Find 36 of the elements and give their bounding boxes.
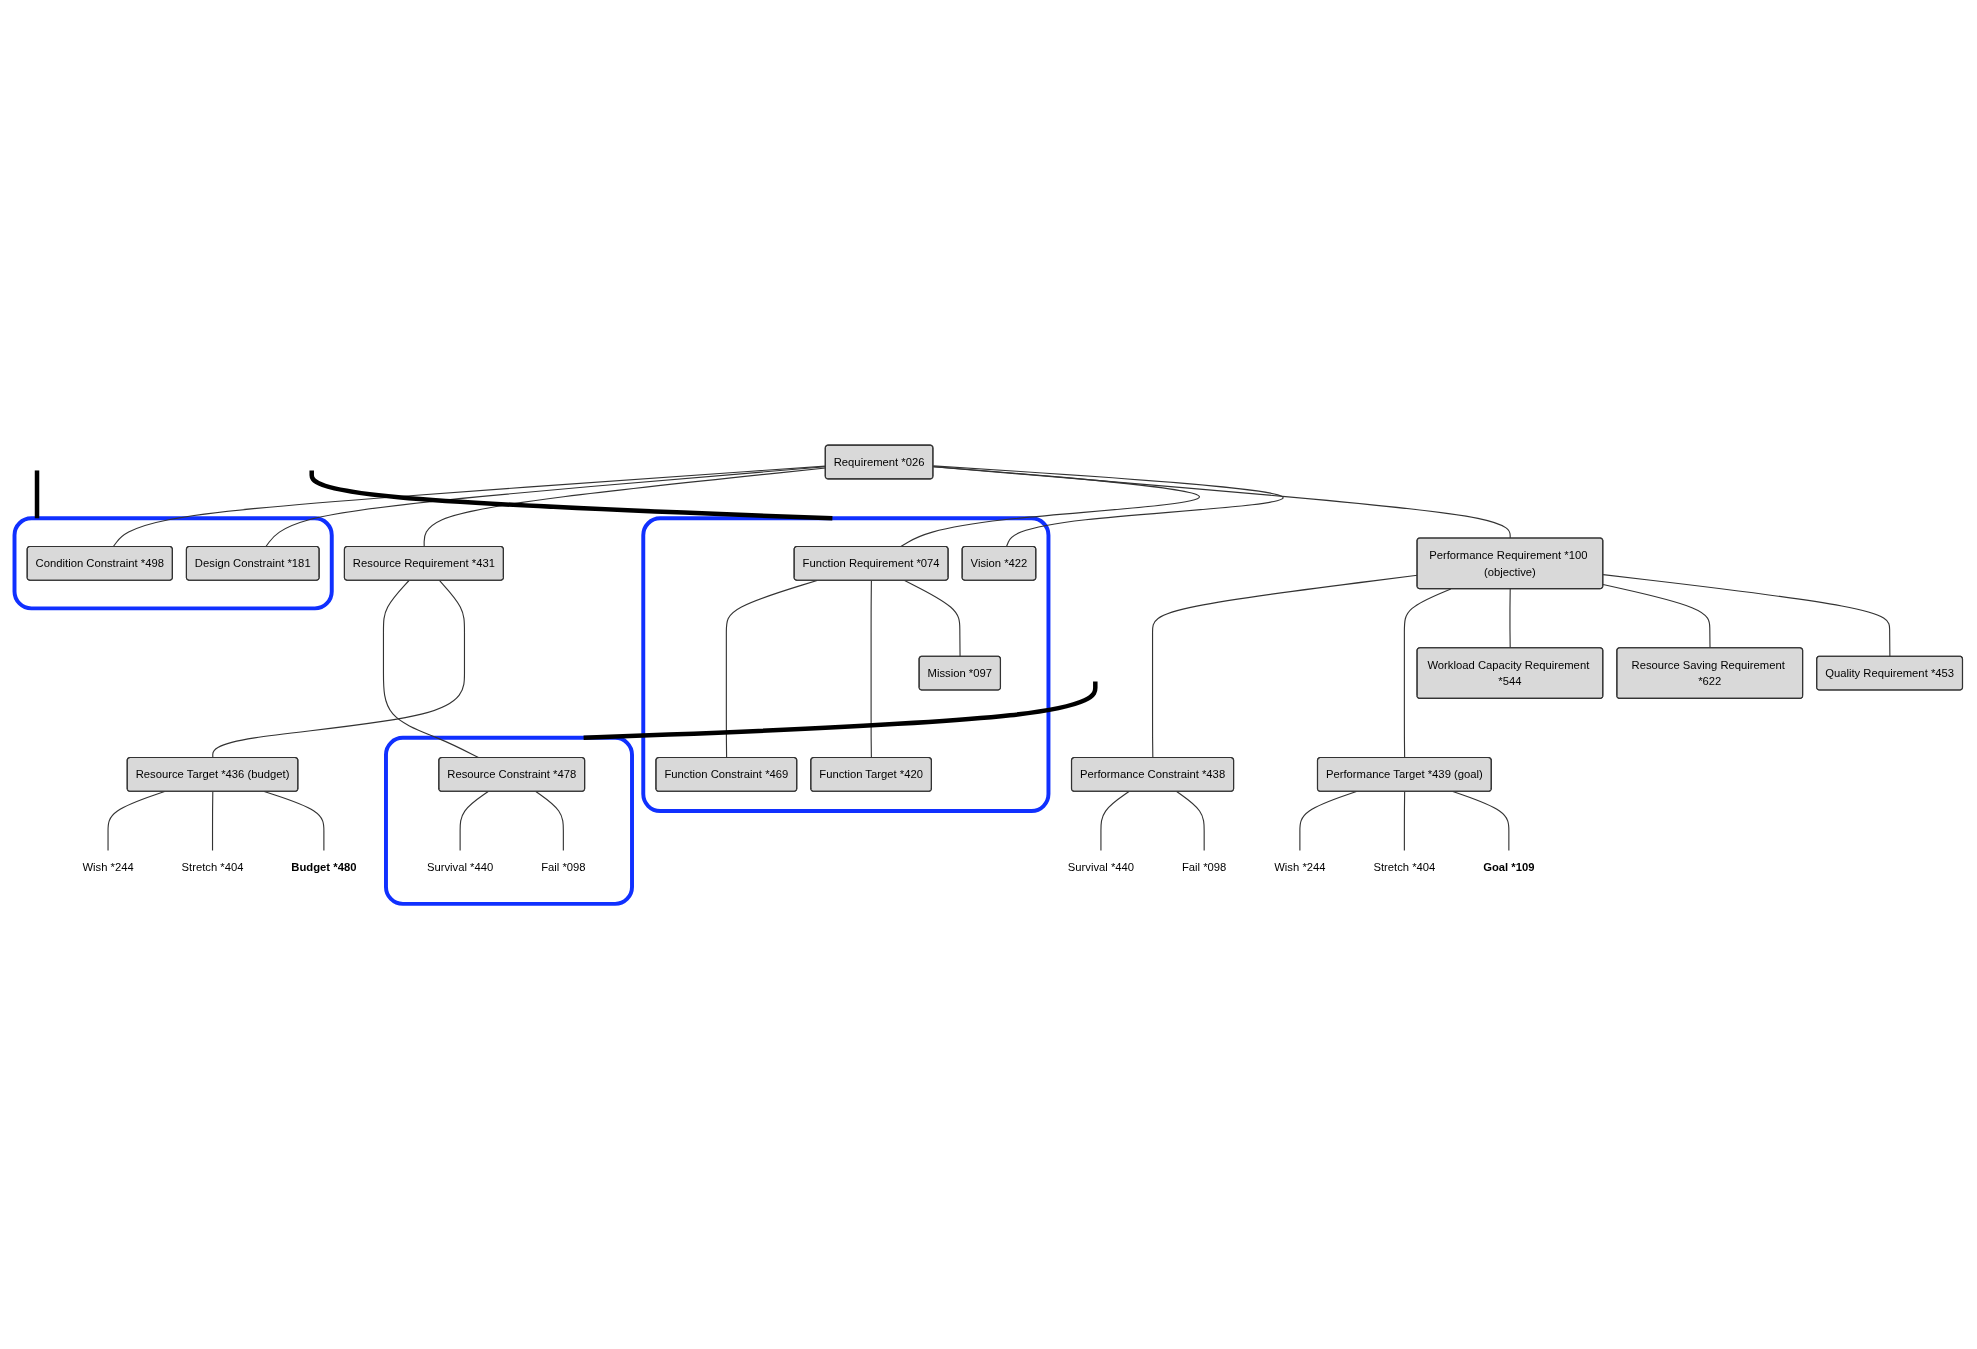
- connector: [1602, 574, 1891, 658]
- connector: [1602, 583, 1711, 649]
- connector: [870, 579, 872, 759]
- node-text: Budget *480: [291, 861, 357, 874]
- node-text: Survival *440: [1067, 861, 1135, 874]
- node-text: Fail *098: [1181, 861, 1227, 874]
- connector: [1176, 791, 1205, 851]
- cluster: [641, 516, 1051, 813]
- connector: [309, 470, 833, 521]
- node-text: Survival *440: [426, 861, 494, 874]
- connector: [1452, 791, 1510, 851]
- node-text: Wish *244: [1274, 861, 1326, 874]
- connector: [1152, 574, 1418, 759]
- connector: [1299, 791, 1357, 851]
- node-text: Fail *098: [541, 861, 586, 874]
- connector: [1100, 791, 1130, 851]
- connector: [1509, 588, 1511, 649]
- connector: [535, 791, 564, 851]
- connector: [583, 681, 1098, 741]
- connector: [932, 466, 1511, 539]
- connector: [459, 791, 489, 851]
- connector: [904, 579, 961, 658]
- node-text: Wish *244: [82, 861, 134, 874]
- connector: [899, 466, 1200, 548]
- cluster: [12, 516, 334, 611]
- node-text: Stretch *404: [181, 861, 244, 874]
- connector: [382, 579, 480, 759]
- node-text: Stretch *404: [1373, 861, 1436, 874]
- connector: [1403, 588, 1452, 759]
- connector: [34, 470, 40, 519]
- cluster: [384, 735, 634, 906]
- connector: [932, 465, 1284, 548]
- connector: [211, 791, 214, 851]
- connector: [212, 579, 466, 759]
- node-text: Goal *109: [1483, 861, 1535, 874]
- connector: [1403, 791, 1406, 851]
